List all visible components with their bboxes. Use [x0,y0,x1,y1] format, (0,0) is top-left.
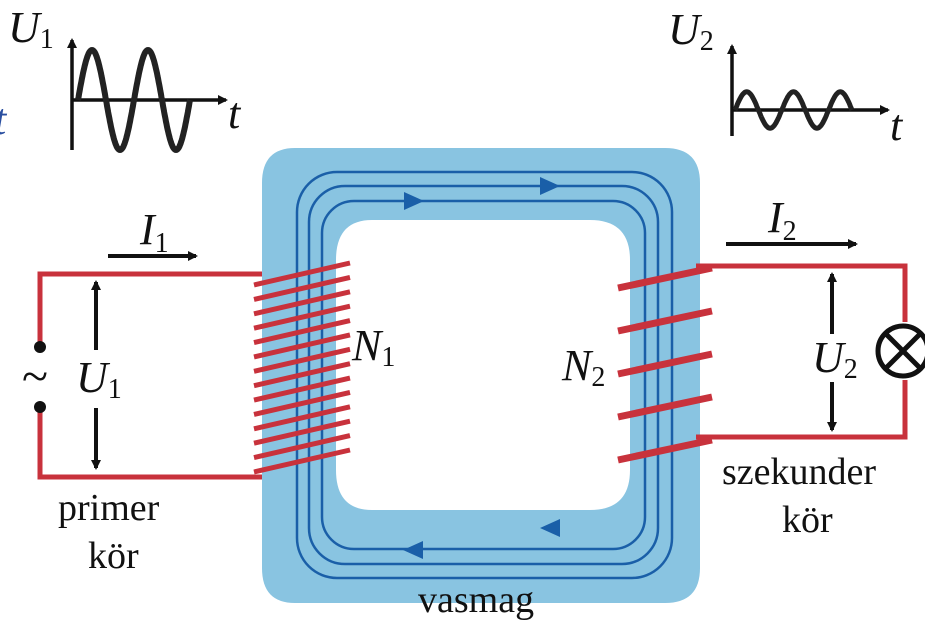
i2-label: I2 [767,193,797,247]
coil-turn [253,375,351,403]
i1-label: I1 [139,205,169,259]
flux-arrow-bottom-left [403,541,423,559]
coil-turn [253,318,351,345]
secondary-wire-bottom [696,380,908,440]
coil-turn [617,307,713,335]
flux-arrow-bottom-right [540,519,560,537]
coil-turn [253,361,351,389]
coil-turn [617,350,713,378]
secondary-wire [696,263,908,322]
left-edge-t-label: t [0,95,8,144]
coil-turn [253,260,351,288]
n1-label: N1 [351,321,395,373]
ac-terminal-top [34,341,46,353]
coil-turn [253,418,351,446]
coil-turn [617,393,713,421]
primary-label-line1: primer [58,487,160,529]
n2-label: N2 [561,341,605,393]
primary-circuit: ~ I1 U1 primer kör [22,205,351,577]
ac-source-symbol: ~ [22,350,48,403]
u2-circuit-label: U2 [812,333,858,385]
coil-turn [617,264,713,292]
ac-terminal-bottom [34,401,46,413]
coil-turn [253,390,351,417]
graph1-y-label: U1 [8,3,54,55]
primary-voltage-graph: U1 t [8,3,242,154]
primary-wire-bottom [37,411,262,480]
secondary-circuit: I2 U2 szekunder kör [617,193,925,541]
secondary-label-line1: szekunder [722,451,876,493]
secondary-label-line2: kör [782,499,833,541]
graph1-x-label: t [228,89,242,138]
secondary-coil [617,264,713,464]
u1-circuit-label: U1 [76,353,122,405]
coil-turn [253,332,351,360]
coil-turn [253,289,351,317]
flux-line-middle [307,184,660,566]
coil-turn [253,404,351,432]
coil-turn [253,447,351,475]
lamp-icon [875,323,925,379]
coil-turn [253,346,351,374]
coil-turn [253,274,351,302]
primary-waveform [75,46,193,154]
graph2-y-label: U2 [668,5,714,57]
secondary-voltage-graph: U2 t [668,5,904,150]
iron-core [262,148,700,603]
coil-turn [253,433,351,461]
flux-arrow-top-left [404,192,424,210]
primary-label-line2: kör [88,535,139,577]
primary-coil [253,260,351,475]
flux-arrow-top-right [540,177,560,195]
flux-line-inner [320,199,647,551]
coil-turn [617,436,713,464]
core-body [262,148,700,603]
secondary-waveform [732,89,855,131]
core-label: vasmag [418,579,534,621]
primary-wire [37,271,262,343]
coil-turn [253,303,351,331]
graph2-x-label: t [890,101,904,150]
